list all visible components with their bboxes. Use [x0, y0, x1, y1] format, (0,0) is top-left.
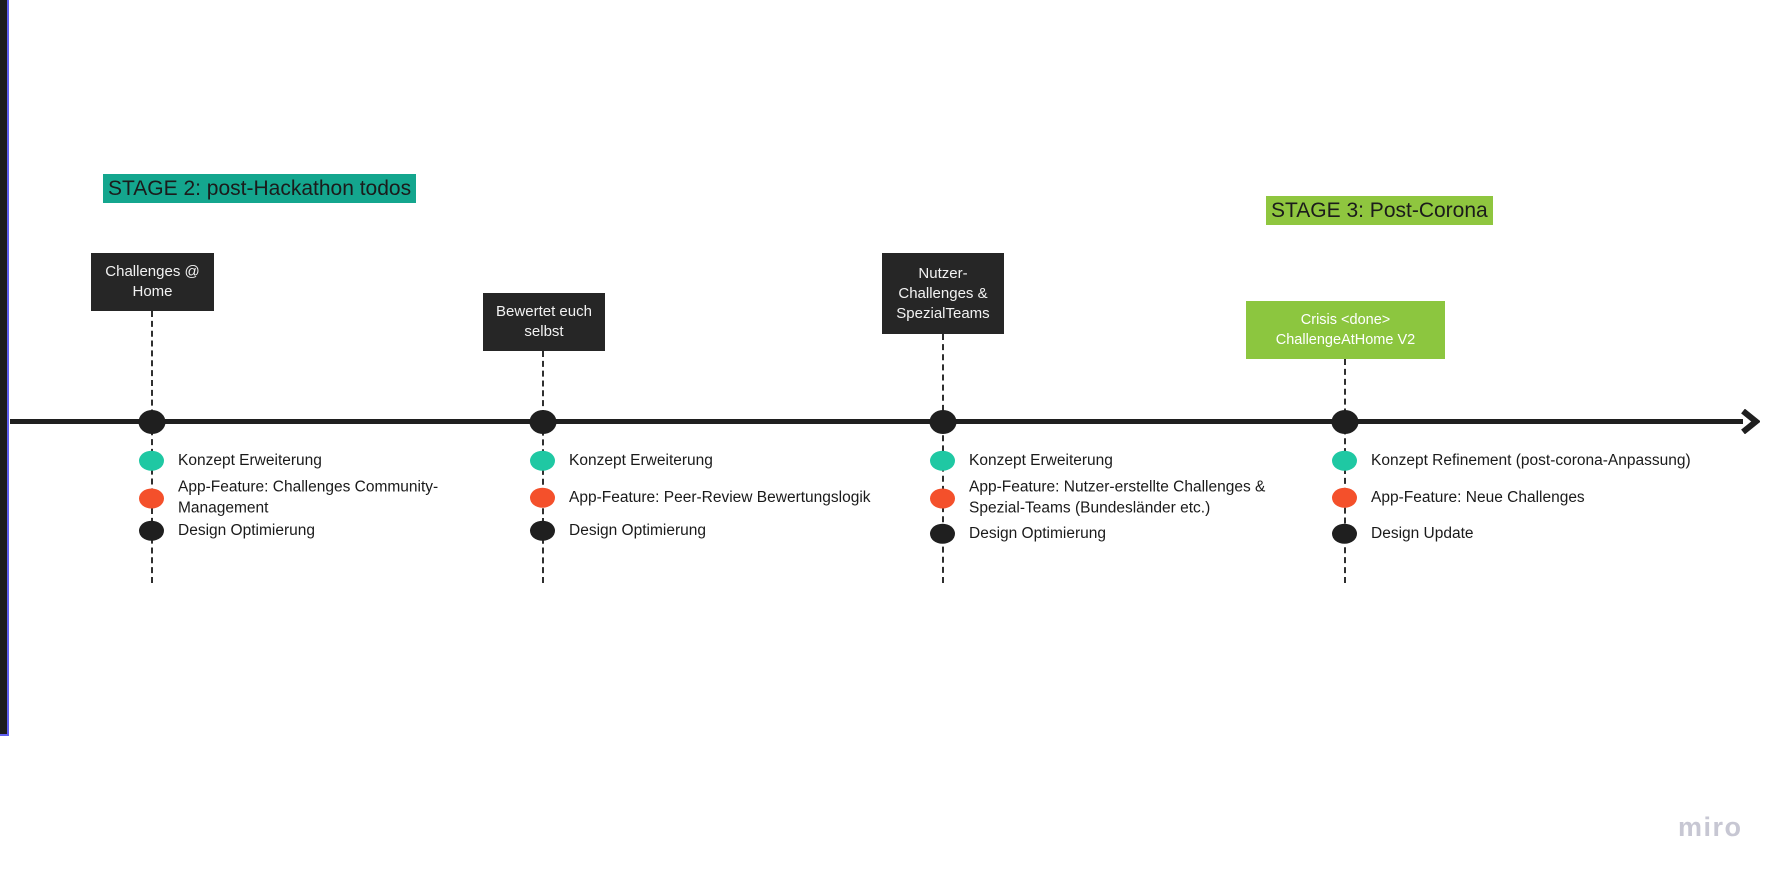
- milestone-card-title: Bewertet euch selbst: [496, 303, 592, 340]
- orange-bullet-icon: [1332, 488, 1357, 508]
- milestone-card-title: Challenges @ Home: [105, 263, 200, 300]
- todo-item[interactable]: Design Optimierung: [530, 521, 969, 542]
- timeline-node-dot-2[interactable]: [529, 410, 557, 434]
- teal-bullet-icon: [530, 451, 555, 471]
- teal-bullet-icon: [1332, 451, 1357, 471]
- todo-item-label: Design Optimierung: [178, 521, 315, 539]
- todo-item-label: Konzept Erweiterung: [969, 451, 1113, 469]
- todo-item[interactable]: Konzept Erweiterung: [139, 451, 440, 472]
- milestone-card-title: Nutzer-Challenges & SpezialTeams: [896, 264, 990, 322]
- milestone-card-1[interactable]: Challenges @ Home: [91, 253, 214, 311]
- teal-bullet-icon: [930, 451, 955, 471]
- frame-edge-bar[interactable]: [0, 0, 9, 736]
- todo-item[interactable]: Design Optimierung: [930, 524, 1317, 545]
- todo-item[interactable]: App-Feature: Challenges Community-Manage…: [139, 478, 440, 519]
- todo-item-label: Konzept Refinement (post-corona-Anpassun…: [1371, 451, 1691, 469]
- todo-item-label: Konzept Erweiterung: [178, 451, 322, 469]
- todo-item-label: Design Optimierung: [569, 521, 706, 539]
- timeline-arrow-icon: [1741, 409, 1760, 434]
- orange-bullet-icon: [930, 488, 955, 508]
- milestone-card-title: Crisis <done> ChallengeAtHome V2: [1275, 312, 1416, 348]
- stage3-heading[interactable]: STAGE 3: Post-Corona: [1266, 196, 1493, 225]
- milestone-card-4[interactable]: Crisis <done> ChallengeAtHome V2: [1246, 301, 1445, 359]
- black-bullet-icon: [139, 521, 164, 541]
- todo-item[interactable]: Design Update: [1332, 524, 1777, 545]
- todo-item-label: Design Update: [1371, 524, 1474, 542]
- todo-item[interactable]: Konzept Erweiterung: [530, 451, 969, 472]
- todo-item-label: Konzept Erweiterung: [569, 451, 713, 469]
- todo-item-label: App-Feature: Challenges Community-Manage…: [178, 478, 439, 517]
- black-bullet-icon: [930, 524, 955, 544]
- orange-bullet-icon: [530, 488, 555, 508]
- black-bullet-icon: [530, 521, 555, 541]
- black-bullet-icon: [1332, 524, 1357, 544]
- timeline-node-dot-1[interactable]: [138, 410, 166, 434]
- timeline-axis: [10, 419, 1743, 424]
- todo-item-label: App-Feature: Nutzer-erstellte Challenges…: [969, 478, 1266, 517]
- todo-item[interactable]: App-Feature: Nutzer-erstellte Challenges…: [930, 478, 1317, 519]
- stage2-heading[interactable]: STAGE 2: post-Hackathon todos: [103, 174, 417, 203]
- timeline-node-dot-4[interactable]: [1331, 410, 1359, 434]
- todo-item-label: Design Optimierung: [969, 524, 1106, 542]
- todo-item[interactable]: Design Optimierung: [139, 521, 440, 542]
- todo-item[interactable]: Konzept Refinement (post-corona-Anpassun…: [1332, 451, 1777, 472]
- todo-item[interactable]: Konzept Erweiterung: [930, 451, 1317, 472]
- teal-bullet-icon: [139, 451, 164, 471]
- todo-item-label: App-Feature: Peer-Review Bewertungslogik: [569, 488, 871, 506]
- milestone-card-2[interactable]: Bewertet euch selbst: [483, 293, 605, 351]
- milestone-card-3[interactable]: Nutzer-Challenges & SpezialTeams: [882, 253, 1004, 334]
- todo-item[interactable]: App-Feature: Neue Challenges: [1332, 488, 1777, 509]
- timeline-node-dot-3[interactable]: [929, 410, 957, 434]
- orange-bullet-icon: [139, 488, 164, 508]
- todo-item[interactable]: App-Feature: Peer-Review Bewertungslogik: [530, 488, 969, 509]
- miro-watermark-logo: miro: [1678, 812, 1743, 842]
- todo-item-label: App-Feature: Neue Challenges: [1371, 488, 1585, 506]
- milestone4-connector-line: [1344, 359, 1346, 583]
- milestone1-connector-line: [151, 311, 153, 583]
